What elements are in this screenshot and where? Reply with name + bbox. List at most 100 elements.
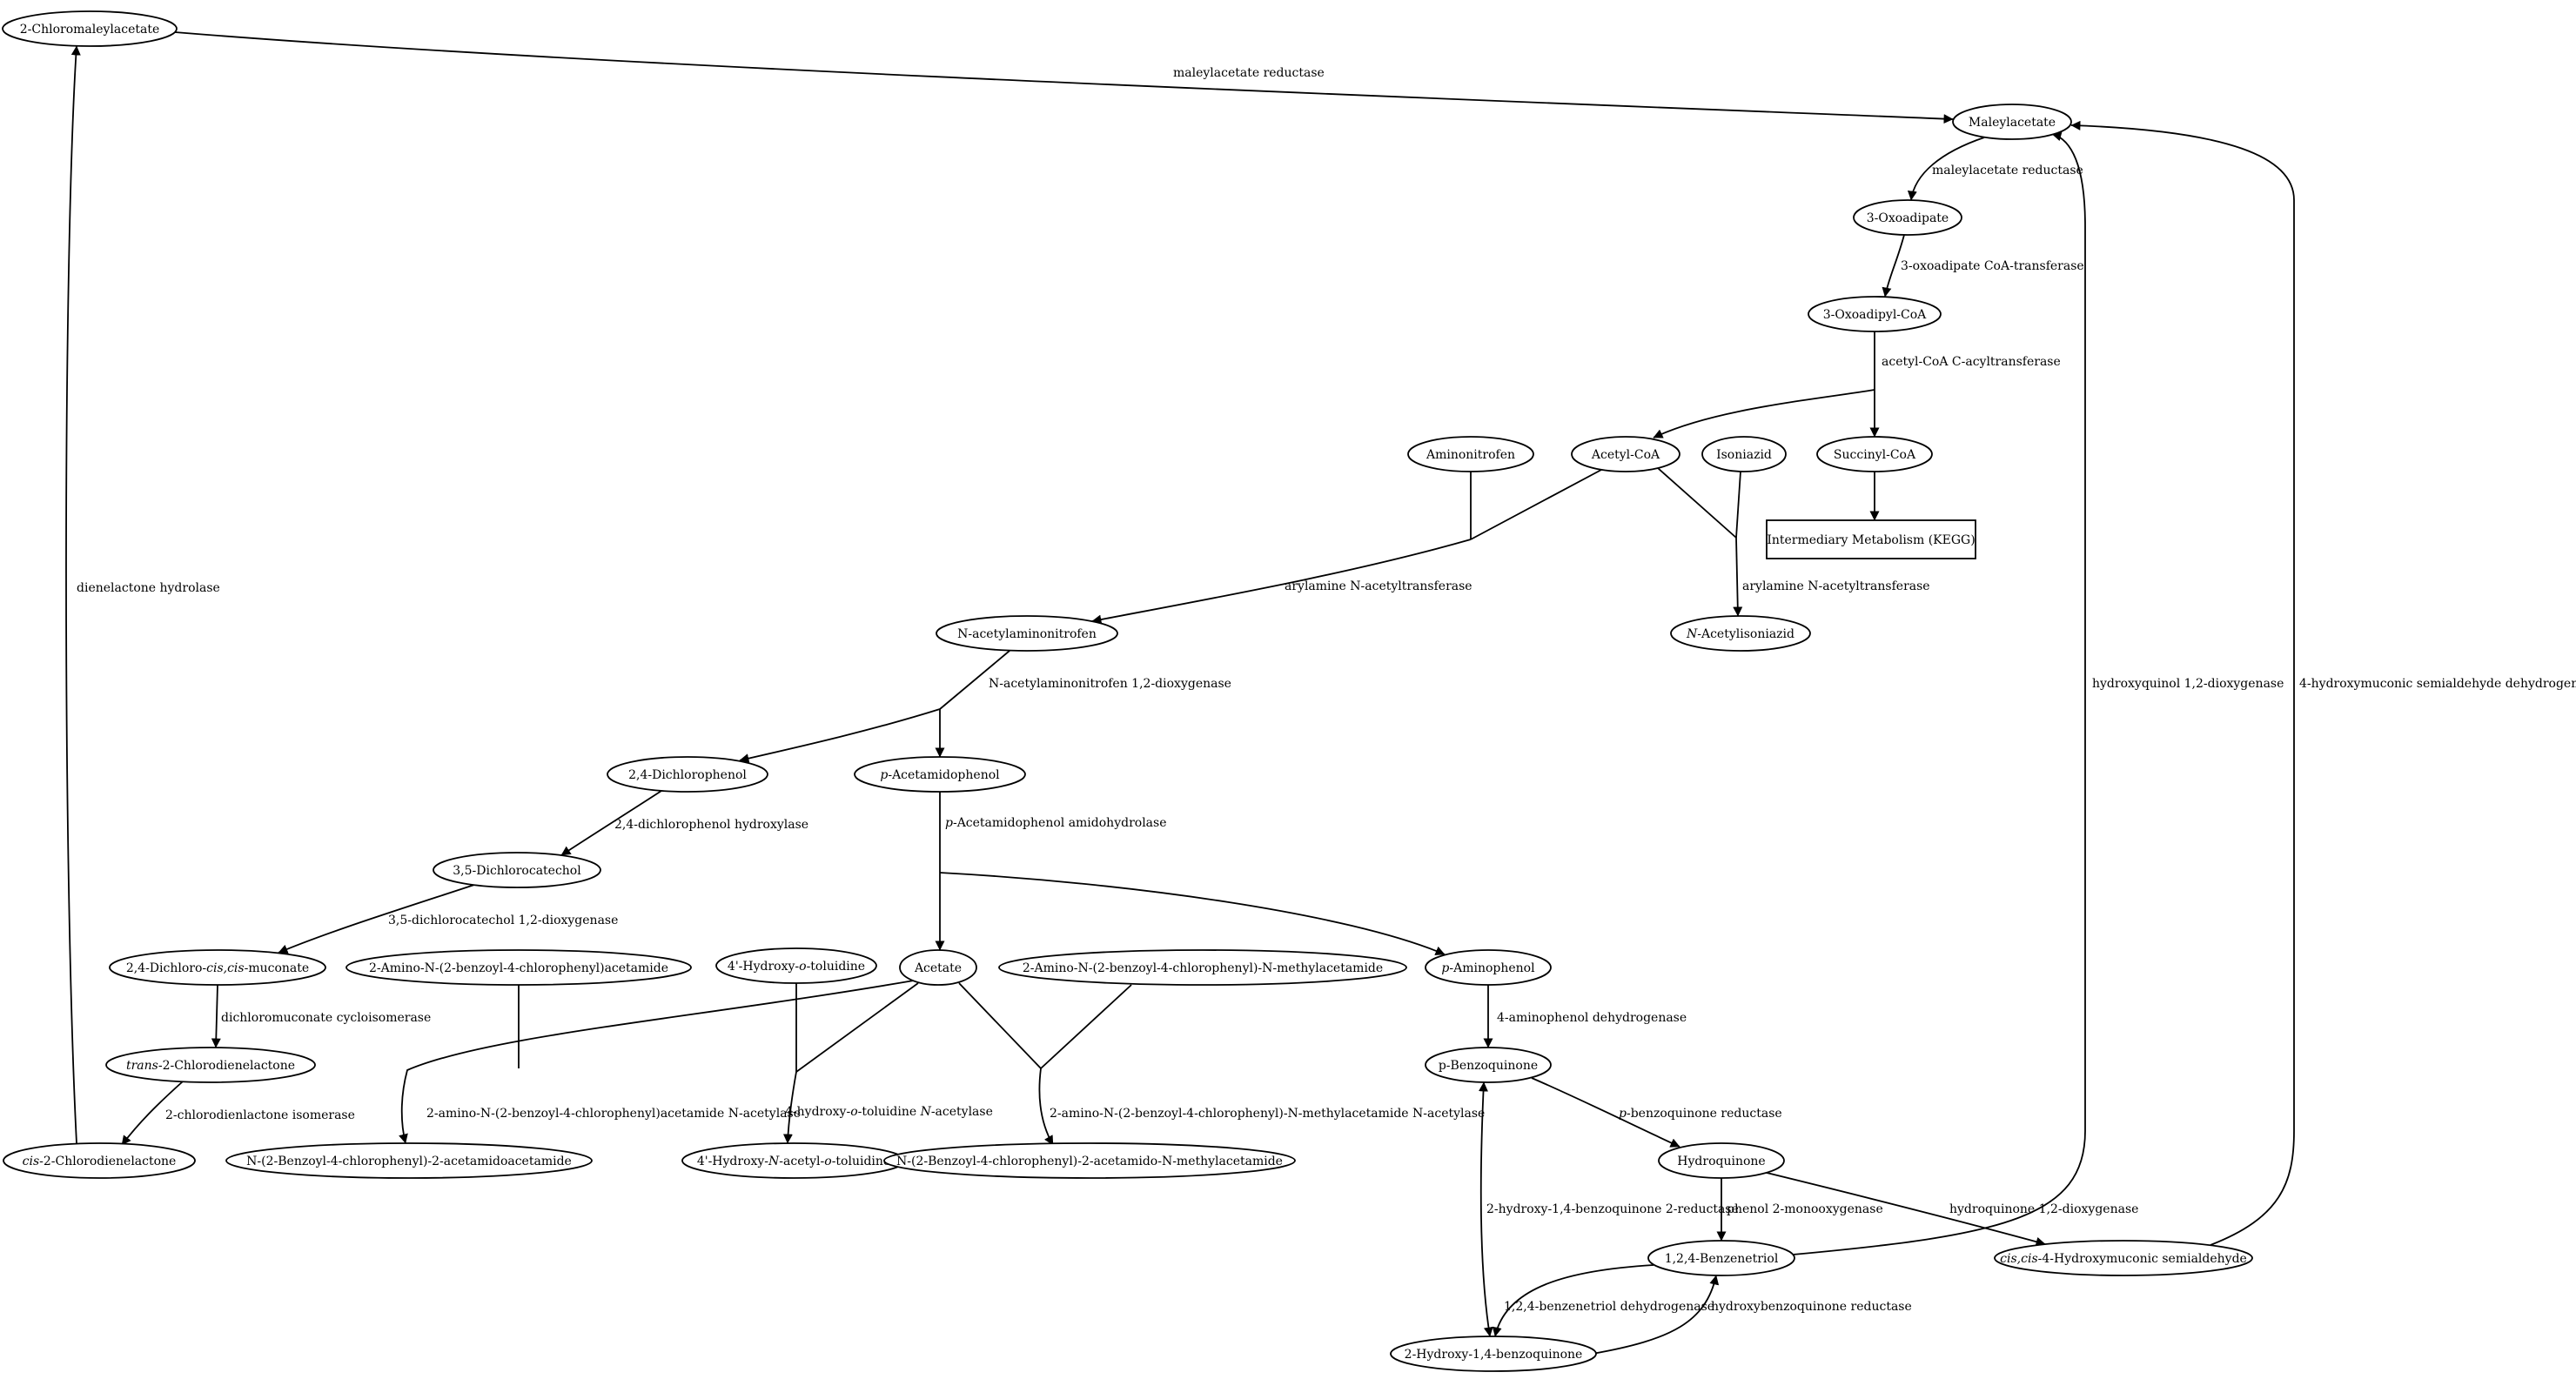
text-run: arylamine N-acetyltransferase <box>1285 579 1472 593</box>
text-run: p <box>1619 1107 1627 1121</box>
node-acetamidophenol: p-Acetamidophenol <box>854 756 1026 793</box>
edge-benzenetriol-maleylacetate <box>1792 131 2086 1255</box>
node-label: 3-Oxoadipyl-CoA <box>1823 308 1927 322</box>
node-shape <box>1952 104 2072 140</box>
node-shape <box>1816 436 1933 472</box>
edge-label-acetamidophenol-amidohydrolase: p-Acetamidophenol amidohydrolase <box>945 816 1166 830</box>
text-run: maleylacetate reductase <box>1932 164 2083 177</box>
node-label: 3,5-Dichlorocatechol <box>453 864 581 878</box>
text-run: 2,4-Dichlorophenol <box>628 768 747 782</box>
edge-labels: maleylacetate reductase maleylacetate red… <box>77 66 2576 1314</box>
text-run: 2-Amino-N-(2-benzoyl-4-chlorophenyl)-N-m… <box>1023 961 1383 975</box>
edge-hydroxybenzoquinone-benzenetriol <box>1592 1275 1720 1355</box>
node-shape <box>883 1142 1296 1179</box>
edge-methylacetamide-junction-c <box>1040 984 1132 1069</box>
node-maleylacetate: Maleylacetate <box>1952 104 2072 140</box>
text-run: Maleylacetate <box>1969 116 2056 130</box>
edge-maleylacetate-oxoadipate <box>1907 137 1985 201</box>
text-run: p-Benzoquinone <box>1439 1059 1538 1073</box>
node-shape <box>1425 949 1552 986</box>
edge-cis-chloromaleylacetate <box>65 45 81 1144</box>
text-run: p <box>945 816 953 830</box>
node-label: 1,2,4-Benzenetriol <box>1665 1252 1779 1266</box>
node-label: N-acetylaminonitrofen <box>957 627 1097 641</box>
node-acetylaminonitrofen: N-acetylaminonitrofen <box>936 615 1118 652</box>
text-run: -Acetylisoniazid <box>1697 627 1794 641</box>
node-shape <box>1407 436 1534 472</box>
node-label: Acetate <box>914 961 962 975</box>
text-run: -toluidine <box>807 960 866 974</box>
text-run: -4-Hydroxymuconic semialdehyde <box>2038 1252 2247 1266</box>
node-shape <box>715 947 877 984</box>
text-run: o <box>824 1155 831 1168</box>
text-run: 3-oxoadipate CoA-transferase <box>1901 259 2084 273</box>
text-run: -acetyl- <box>779 1155 824 1168</box>
node-amino-benzoyl-methylacetamide: 2-Amino-N-(2-benzoyl-4-chlorophenyl)-N-m… <box>998 949 1407 986</box>
node-amino-benzoyl-acetamide: 2-Amino-N-(2-benzoyl-4-chlorophenyl)acet… <box>345 949 692 986</box>
text-run: 1,2,4-benzenetriol dehydrogenase <box>1504 1300 1714 1314</box>
text-run: 2,4-dichlorophenol hydroxylase <box>614 818 808 832</box>
text-run: p <box>880 768 888 782</box>
edge-acetate-junction-c <box>958 982 1042 1069</box>
text-run: Acetyl-CoA <box>1591 448 1660 462</box>
text-run: hydroxybenzoquinone reductase <box>1711 1300 1912 1314</box>
text-run: cis,cis <box>206 961 244 975</box>
text-run: 2-Hydroxy-1,4-benzoquinone <box>1405 1348 1583 1362</box>
node-aminonitrofen: Aminonitrofen <box>1407 436 1534 472</box>
edge-label-hydroxymuconic-dehydrogenase: 4-hydroxymuconic semialdehyde dehydrogen… <box>2299 677 2576 691</box>
node-oxoadipyl-coa: 3-Oxoadipyl-CoA <box>1808 296 1942 332</box>
node-label: Isoniazid <box>1716 448 1772 462</box>
node-shape <box>1701 436 1787 472</box>
text-run: 4-aminophenol dehydrogenase <box>1497 1011 1687 1025</box>
edge-label-maleylacetate-reductase-1: maleylacetate reductase <box>1173 66 1325 80</box>
text-run: 2-Chloromaleylacetate <box>20 23 160 37</box>
node-hydroquinone: Hydroquinone <box>1658 1142 1785 1179</box>
text-run: Aminonitrofen <box>1426 448 1515 462</box>
edge-junction3-dichlorophenol <box>739 708 941 764</box>
node-shape <box>899 949 977 986</box>
edges <box>65 31 2295 1355</box>
edge-label-benzoquinone-reductase: p-benzoquinone reductase <box>1619 1107 1782 1121</box>
text-run: N-(2-Benzoyl-4-chlorophenyl)-2-acetamido… <box>896 1155 1283 1168</box>
node-shape <box>1658 1142 1785 1179</box>
text-run: o <box>850 1105 857 1119</box>
node-benzenetriol: 1,2,4-Benzenetriol <box>1647 1240 1795 1276</box>
text-run: -toluidine <box>858 1105 921 1119</box>
node-label: 2-Amino-N-(2-benzoyl-4-chlorophenyl)-N-m… <box>1023 961 1383 975</box>
text-run: -2-Chlorodienelactone <box>39 1155 176 1168</box>
text-run: -acetylase <box>931 1105 993 1119</box>
text-run: N-acetylaminonitrofen 1,2-dioxygenase <box>989 677 1231 691</box>
text-run: 3-Oxoadipyl-CoA <box>1823 308 1927 322</box>
node-shape <box>105 1047 316 1083</box>
edge-acetylcoa-junction <box>1470 469 1602 540</box>
edge-trans-cis <box>121 1081 184 1146</box>
edge-junction2-acetylisoniazid <box>1733 537 1743 617</box>
node-label: 3-Oxoadipate <box>1867 211 1949 225</box>
node-hydroxy-toluidine: 4'-Hydroxy-o-toluidine <box>715 947 877 984</box>
edge-label-acetamide-acetylase: 2-amino-N-(2-benzoyl-4-chlorophenyl)acet… <box>426 1107 801 1121</box>
node-label: 2,4-Dichlorophenol <box>628 768 747 782</box>
node-hydroxy-acetyl-toluidine: 4'-Hydroxy-N-acetyl-o-toluidine <box>681 1142 906 1179</box>
node-shape <box>1808 296 1942 332</box>
edge-label-toluidine-acetylase: 4-hydroxy-o-toluidine N-acetylase <box>785 1105 993 1119</box>
edge-isoniazid-junction2 <box>1735 471 1741 539</box>
node-shape <box>1670 615 1811 652</box>
text-run: -benzoquinone reductase <box>1627 1107 1782 1121</box>
text-run: 2-amino-N-(2-benzoyl-4-chlorophenyl)-N-m… <box>1050 1107 1485 1121</box>
text-run: Intermediary Metabolism (KEGG) <box>1767 533 1975 547</box>
edge-benzenetriol-hydroxybenzoquinone <box>1492 1264 1654 1337</box>
text-run: Acetate <box>914 961 962 975</box>
edge-label-chlorodienlactone-isomerase: 2-chlorodienlactone isomerase <box>165 1108 355 1122</box>
text-run: phenol 2-monooxygenase <box>1727 1202 1883 1216</box>
text-run: acetyl-CoA C-acyltransferase <box>1882 355 2061 369</box>
node-chloromaleylacetate: 2-Chloromaleylacetate <box>2 10 178 47</box>
edge-label-dienelactone-hydrolase: dienelactone hydrolase <box>77 581 220 595</box>
text-run: arylamine N-acetyltransferase <box>1742 579 1930 593</box>
text-run: 3-Oxoadipate <box>1867 211 1949 225</box>
edge-label-benzenetriol-dehydrogenase: 1,2,4-benzenetriol dehydrogenase <box>1504 1300 1714 1314</box>
text-run: N-acetylaminonitrofen <box>957 627 1097 641</box>
node-shape <box>936 615 1118 652</box>
node-shape <box>1425 1047 1552 1083</box>
text-run: maleylacetate reductase <box>1173 66 1325 80</box>
